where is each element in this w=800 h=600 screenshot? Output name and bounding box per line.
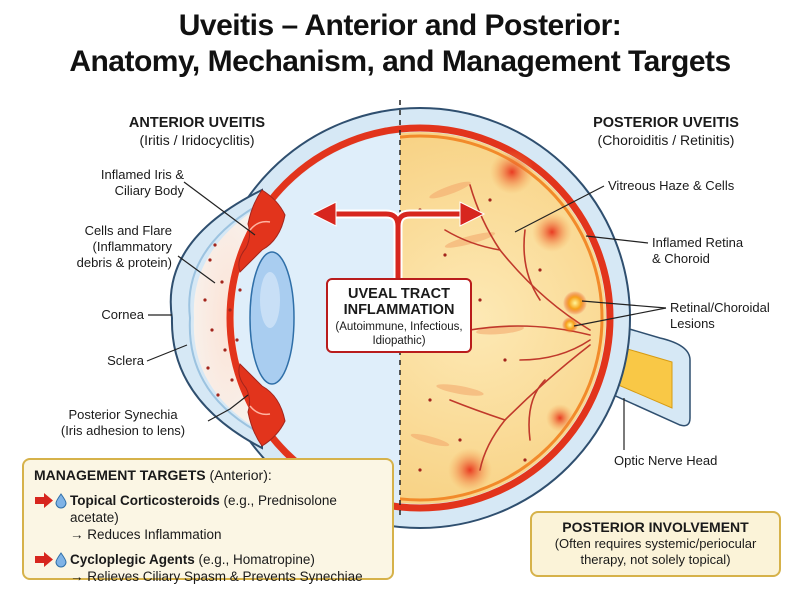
posterior-involvement-box: POSTERIOR INVOLVEMENT (Often requires sy… xyxy=(530,511,781,577)
label-iris-line2: Ciliary Body xyxy=(114,183,184,198)
title-line-1: Uveitis – Anterior and Posterior: xyxy=(178,9,622,42)
item2-effect: → Relieves Ciliary Spasm & Prevents Syne… xyxy=(70,569,363,584)
label-vitreous-haze: Vitreous Haze & Cells xyxy=(608,178,735,193)
label-lesions-line2: Lesions xyxy=(670,316,715,331)
management-box: MANAGEMENT TARGETS (Anterior): Topical C… xyxy=(22,458,394,584)
label-cornea: Cornea xyxy=(101,307,144,322)
label-retina-line1: Inflamed Retina xyxy=(652,235,744,250)
management-item-cycloplegic: Cycloplegic Agents (e.g., Homatropine) xyxy=(34,551,382,568)
page-title: Uveitis – Anterior and Posterior: Anatom… xyxy=(0,8,800,80)
lesion-lower xyxy=(562,317,578,333)
leader-lines xyxy=(146,181,667,450)
posterior-box-line2: therapy, not solely topical) xyxy=(580,552,731,567)
label-synechia-line2: (Iris adhesion to lens) xyxy=(60,423,186,438)
label-iris-line1: Inflamed Iris & xyxy=(100,167,184,182)
label-sclera: Sclera xyxy=(107,353,144,368)
center-line-3: (Autoimmune, Infectious, xyxy=(335,321,463,333)
title-line-2: Anatomy, Mechanism, and Management Targe… xyxy=(69,45,731,78)
anterior-title: ANTERIOR UVEITIS xyxy=(128,115,266,131)
label-posterior-synechia: Posterior Synechia (Iris adhesion to len… xyxy=(40,407,206,439)
label-cells-line3: debris & protein) xyxy=(76,255,172,270)
posterior-heading: POSTERIOR UVEITIS (Choroiditis / Retinit… xyxy=(546,115,786,149)
management-heading-suffix: (Anterior): xyxy=(205,467,272,483)
anterior-heading: ANTERIOR UVEITIS (Iritis / Iridocyclitis… xyxy=(94,115,300,149)
center-arrows xyxy=(310,201,486,278)
center-line-2: INFLAMMATION xyxy=(343,302,455,318)
item1-effect: → Reduces Inflammation xyxy=(70,527,222,542)
label-synechia-line1: Posterior Synechia xyxy=(68,407,178,422)
arrow-drop-icon xyxy=(34,492,70,509)
iris-upper xyxy=(238,189,286,273)
label-inflamed-retina: Inflamed Retina & Choroid xyxy=(652,235,792,267)
center-line-1: UVEAL TRACT xyxy=(347,286,451,302)
item1-name: Topical Corticosteroids xyxy=(70,493,220,508)
arrow-drop-icon xyxy=(34,551,70,568)
center-line-4: Idiopathic) xyxy=(372,335,426,347)
label-retina-line2: & Choroid xyxy=(652,251,710,266)
management-heading: MANAGEMENT TARGETS (Anterior): xyxy=(34,467,382,484)
posterior-title: POSTERIOR UVEITIS xyxy=(593,115,739,131)
lesion-upper xyxy=(563,291,587,315)
posterior-box-line1: (Often requires systemic/periocular xyxy=(554,536,757,551)
label-optic-nerve-head: Optic Nerve Head xyxy=(614,453,718,468)
item2-name: Cycloplegic Agents xyxy=(70,552,195,567)
management-heading-bold: MANAGEMENT TARGETS xyxy=(34,467,206,483)
label-cells-line2: (Inflammatory xyxy=(92,239,172,254)
anterior-subtitle: (Iritis / Iridocyclitis) xyxy=(139,132,255,148)
item2-detail: (e.g., Homatropine) xyxy=(194,552,315,567)
posterior-box-heading: POSTERIOR INVOLVEMENT xyxy=(562,519,749,535)
label-lesions-line1: Retinal/Choroidal xyxy=(670,300,770,315)
posterior-subtitle: (Choroiditis / Retinitis) xyxy=(597,132,735,148)
label-lesions: Retinal/Choroidal Lesions xyxy=(670,300,795,332)
uveal-inflammation-box: UVEAL TRACT INFLAMMATION (Autoimmune, In… xyxy=(326,278,472,353)
label-inflamed-iris: Inflamed Iris & Ciliary Body xyxy=(60,167,184,199)
anterior-chamber-cells xyxy=(203,243,242,397)
item1-detail: (e.g., Prednisolone acetate) xyxy=(70,493,337,525)
management-item-corticosteroids: Topical Corticosteroids (e.g., Prednisol… xyxy=(34,492,382,526)
label-cells-line1: Cells and Flare xyxy=(84,223,172,238)
label-cells-flare: Cells and Flare (Inflammatory debris & p… xyxy=(40,223,172,271)
iris-lower xyxy=(238,363,286,447)
